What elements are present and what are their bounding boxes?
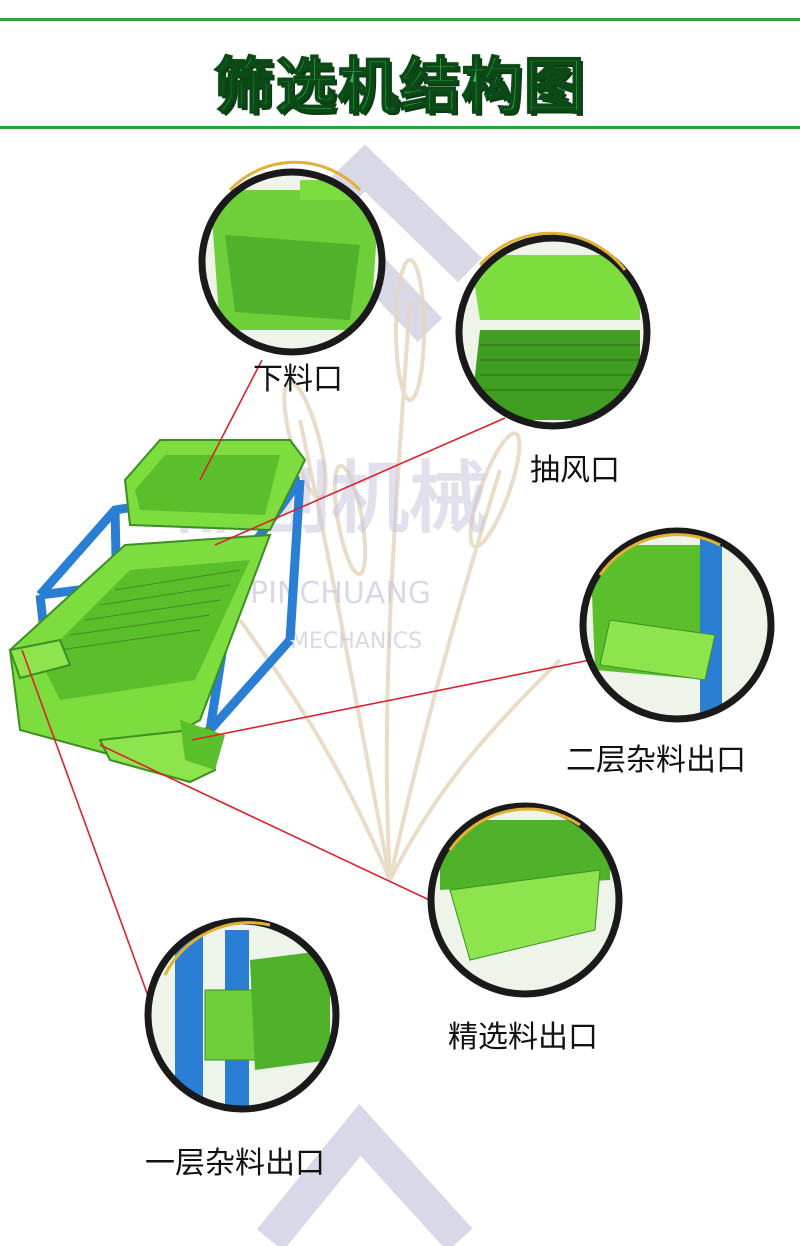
- leader-feed-inlet: [199, 359, 263, 481]
- label-feed-inlet: 下料口: [253, 362, 343, 397]
- detail-circle-air-suction: [455, 231, 651, 430]
- detail-circle-fine-material: [427, 802, 623, 998]
- label-fine-material-outlet: 精选料出口: [448, 1020, 598, 1055]
- leader-second-layer: [191, 659, 591, 741]
- label-first-layer-impurity-outlet: 一层杂料出口: [145, 1146, 325, 1181]
- title-underline: [0, 126, 800, 129]
- detail-circle-feed-inlet: [198, 160, 386, 356]
- top-rule: [0, 18, 800, 21]
- screening-machine-illustration: [8, 439, 307, 784]
- wheat-illustration: [238, 258, 562, 881]
- leader-fine-material: [99, 744, 441, 906]
- watermark-latin-1: PINCHUANG: [250, 576, 431, 611]
- leader-lines: [21, 359, 591, 1016]
- watermark-chevron-bottom: [256, 1103, 473, 1246]
- leader-first-layer: [21, 649, 156, 1016]
- leader-air-suction: [214, 417, 506, 546]
- page-title: 筛选机结构图: [213, 51, 586, 123]
- watermark-latin-2: MECHANICS: [290, 629, 422, 654]
- detail-circle-second-layer: [579, 527, 775, 723]
- label-air-suction-port: 抽风口: [530, 453, 620, 488]
- detail-circle-first-layer: [144, 917, 340, 1113]
- label-second-layer-impurity-outlet: 二层杂料出口: [566, 743, 746, 778]
